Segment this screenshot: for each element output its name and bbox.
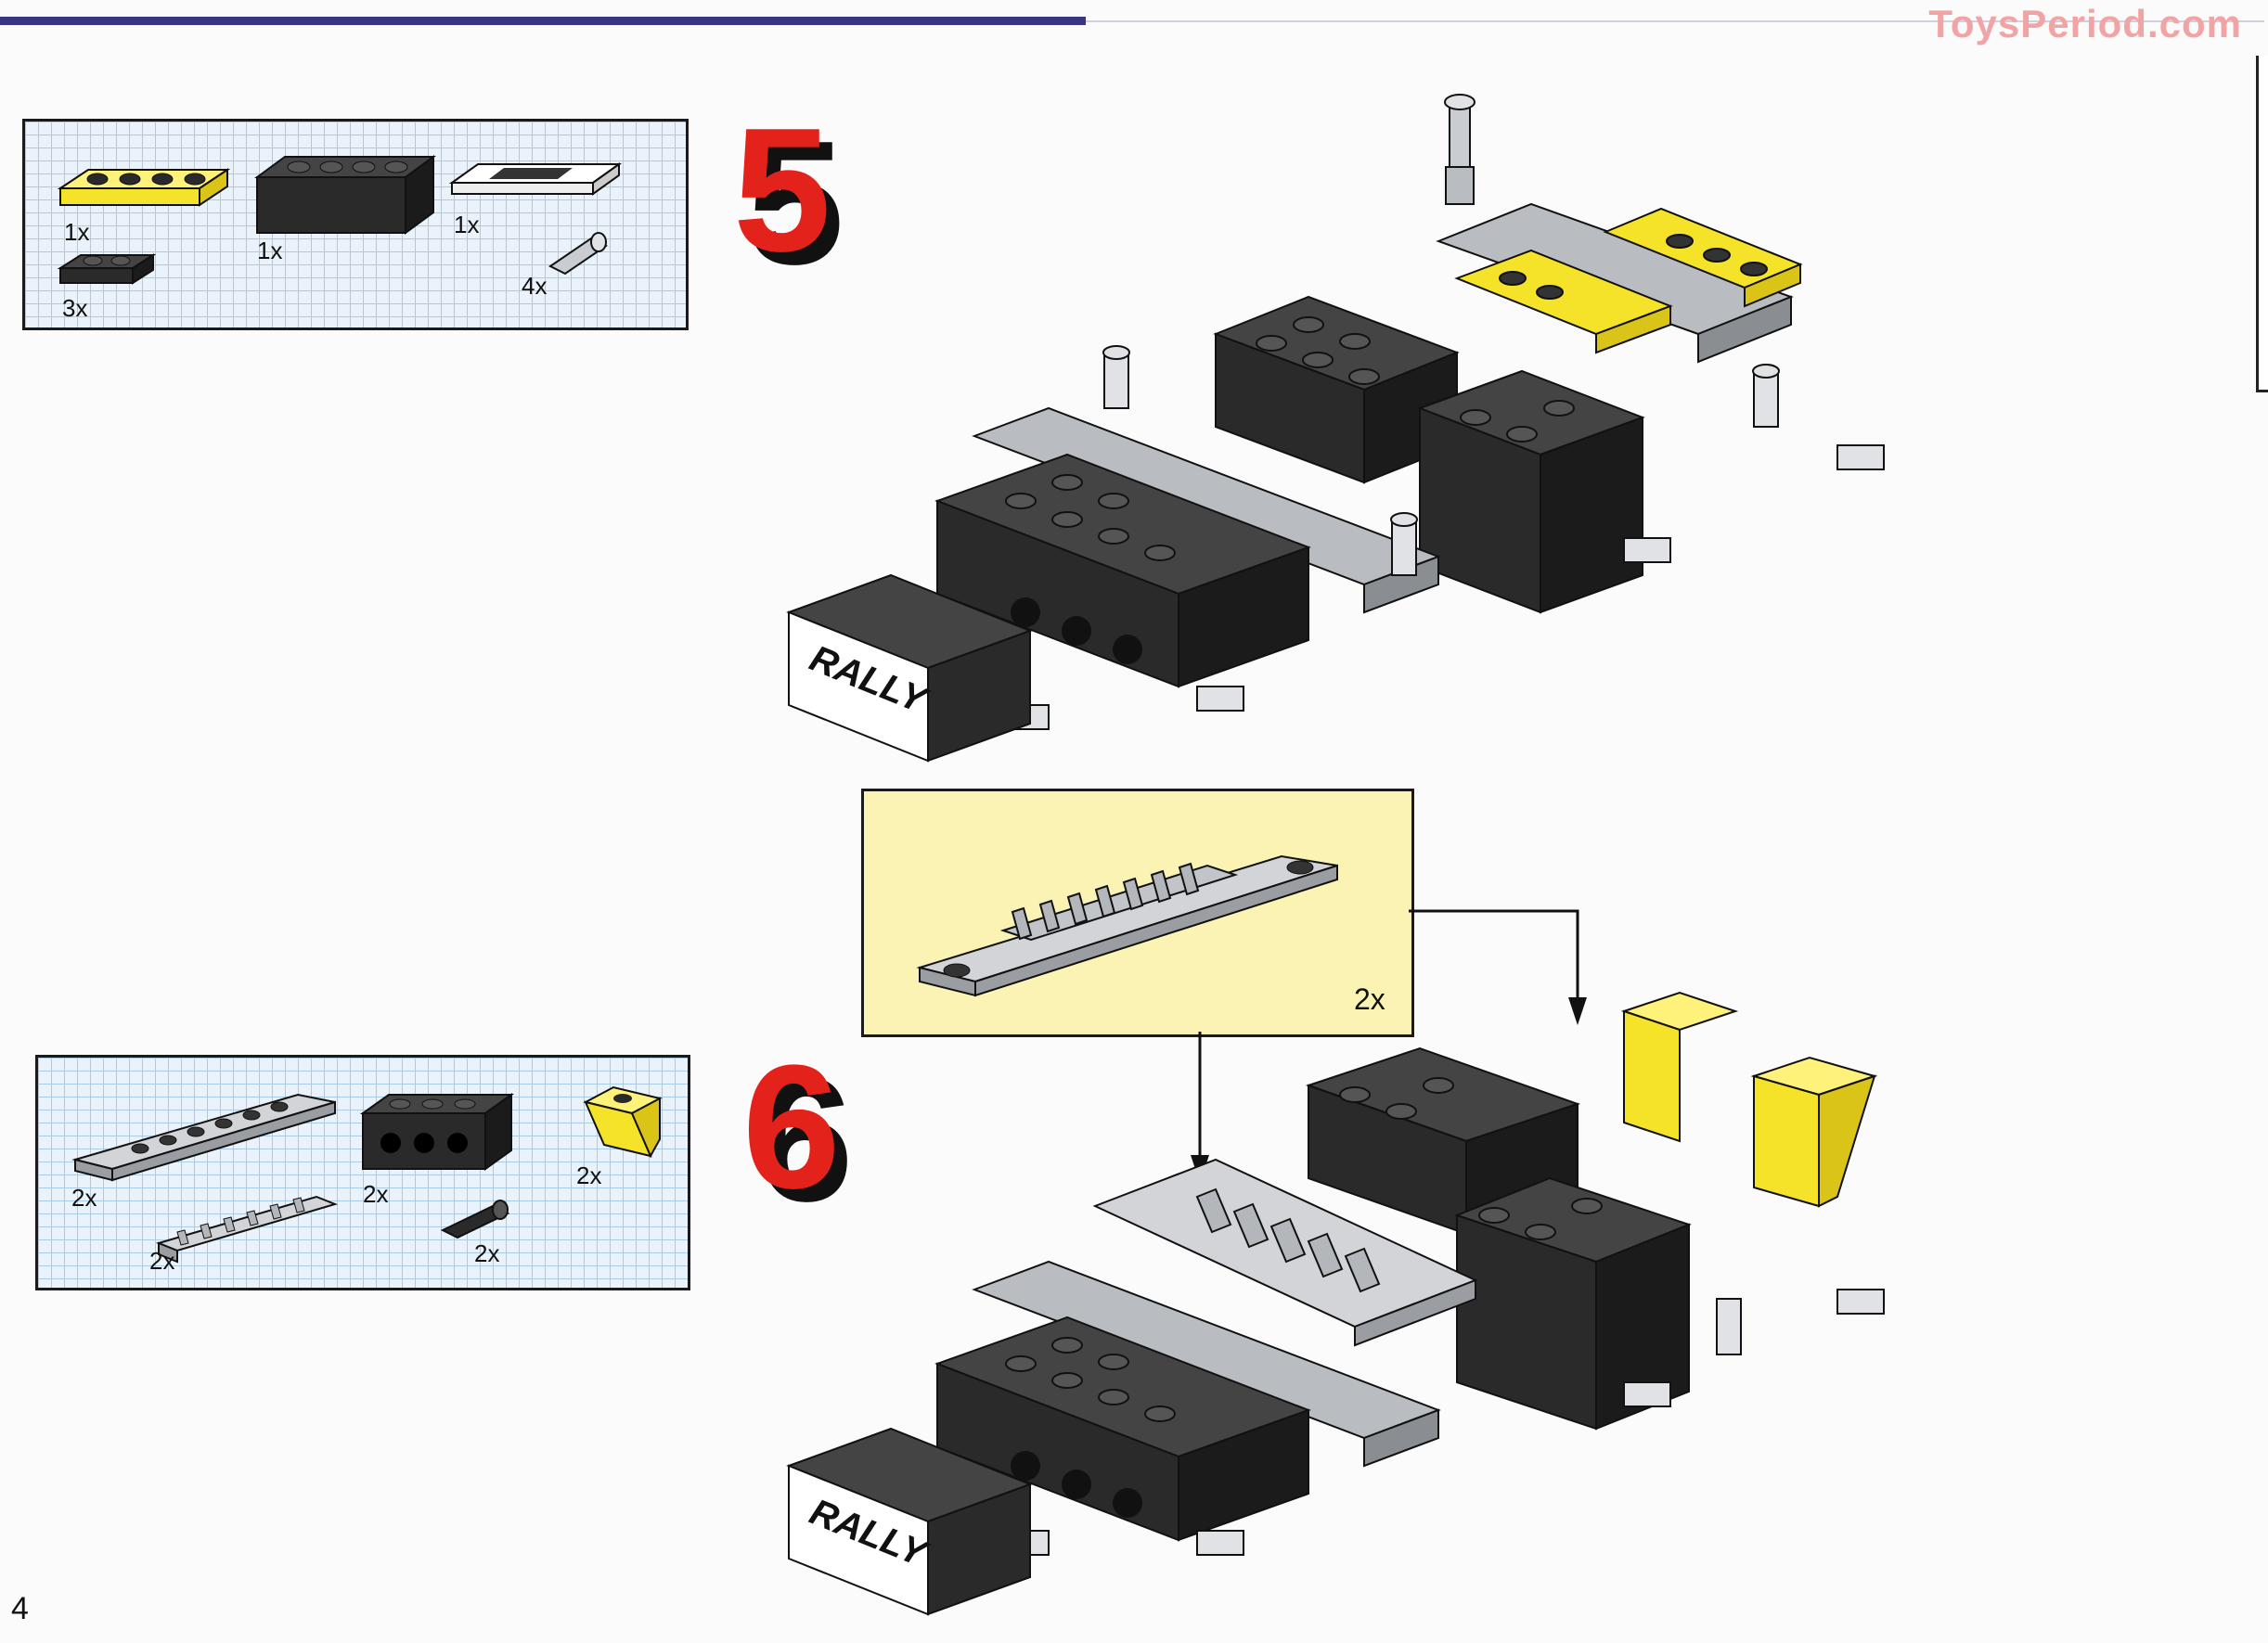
qty-label: 2x — [363, 1180, 389, 1208]
header-rule — [1086, 20, 2264, 22]
watermark: ToysPeriod.com — [1928, 2, 2242, 45]
next-page-edge — [2256, 56, 2268, 392]
part-black-brick-icon — [253, 155, 437, 235]
qty-label: 2x — [576, 1162, 602, 1189]
gear-rack-callout: 2x — [861, 789, 1414, 1037]
part-grey-pin-icon — [548, 232, 608, 276]
page-number: 4 — [11, 1591, 29, 1626]
part-black-pin-icon — [440, 1200, 510, 1239]
part-black-plate-icon — [57, 253, 157, 285]
part-yellow-slope-icon — [583, 1085, 663, 1159]
qty-label: 1x — [257, 237, 283, 264]
step5-parts-box: 1x 3x 1x 1x 4x — [22, 119, 689, 330]
qty-label: 1x — [454, 211, 480, 238]
gear-rack-plate-icon — [916, 854, 1338, 997]
part-black-technic-brick-icon — [359, 1093, 515, 1171]
step6-parts-box: 2x 2x 2x 2x 2x — [35, 1055, 690, 1290]
header-stripe — [0, 17, 1086, 25]
qty-label: 1x — [64, 218, 90, 246]
qty-label: 2x — [71, 1184, 97, 1212]
step6-model-illustration: RALLY — [786, 991, 1885, 1616]
qty-label: 3x — [62, 294, 88, 322]
part-yellow-plate-icon — [57, 168, 231, 207]
qty-label: 2x — [1354, 982, 1385, 1016]
qty-label: 4x — [522, 272, 548, 300]
part-grey-plate-icon — [71, 1093, 336, 1182]
part-rally-tile-icon — [448, 162, 623, 196]
qty-label: 2x — [474, 1239, 500, 1267]
step5-model-illustration: RALLY — [786, 94, 1885, 763]
step-number: 6 — [742, 1029, 841, 1226]
qty-label: 2x — [149, 1247, 175, 1275]
step-number: 5 — [733, 92, 831, 289]
part-gear-rack-icon — [155, 1195, 339, 1264]
